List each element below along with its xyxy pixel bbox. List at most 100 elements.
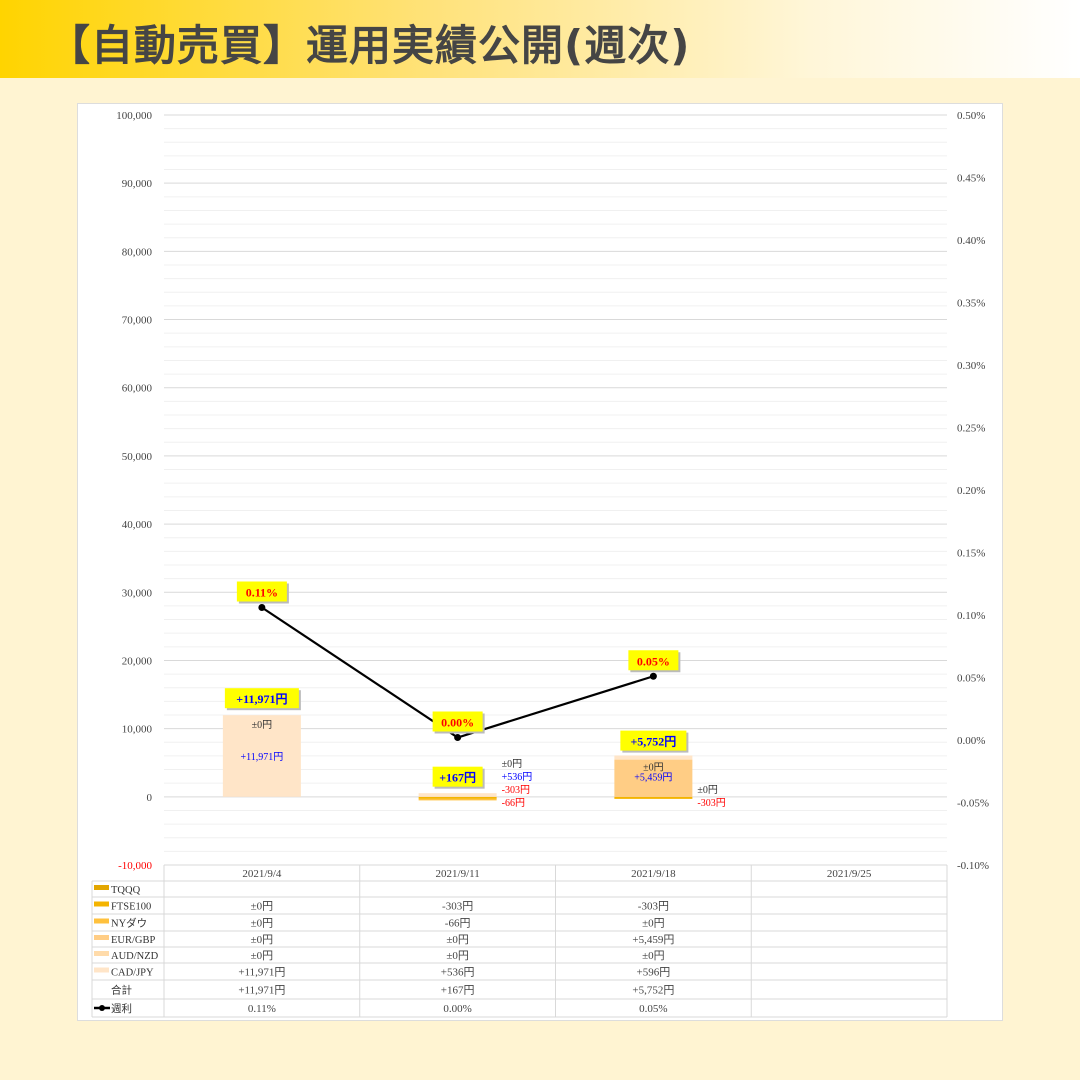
legend-label: TQQQ (111, 885, 141, 896)
legend-label: NYダウ (111, 917, 147, 930)
legend-label: AUD/NZD (111, 951, 159, 962)
y-right-tick-label: -0.10% (957, 860, 989, 872)
legend-swatch (94, 951, 109, 956)
weekly-return-label-box (432, 711, 483, 732)
bar-label: -303円 (697, 798, 725, 809)
bar-label: ±0円 (502, 759, 523, 770)
y-left-tick-label: 0 (147, 792, 153, 804)
table-header-date: 2021/9/18 (631, 868, 676, 880)
total-label: +11,971円 (236, 692, 287, 706)
y-left-tick-label: 90,000 (122, 178, 153, 190)
y-left-tick-label: 40,000 (122, 519, 153, 531)
bar-label: -66円 (502, 798, 525, 809)
table-cell: ±0円 (251, 950, 274, 962)
table-header-date: 2021/9/25 (827, 868, 872, 880)
y-left-tick-label: 10,000 (122, 724, 153, 736)
bar-segment-eurgbp (614, 759, 693, 797)
table-cell: +11,971円 (238, 985, 285, 997)
y-right-tick-label: 0.05% (957, 673, 985, 685)
weekly-return-point (258, 604, 266, 611)
page-title: 【自動売買】運用実績公開(週次) (48, 21, 691, 70)
y-right-tick-label: 0.15% (957, 548, 985, 560)
table-cell: ±0円 (446, 934, 469, 946)
y-right-tick-label: -0.05% (957, 798, 989, 810)
table-cell: 0.11% (248, 1003, 276, 1015)
table-cell: ±0円 (642, 918, 665, 930)
weekly-return-point (454, 734, 462, 741)
weekly-return-label: 0.05% (637, 654, 670, 668)
table-cell: 0.00% (443, 1003, 471, 1015)
bar-segment-ftse100 (418, 796, 497, 799)
table-cell: +536円 (441, 967, 475, 979)
bar-segment-cadjpy (418, 793, 497, 797)
bar-segment-ftse100 (614, 796, 693, 799)
chart-panel: 100,000 90,000 80,000 70,000 60,000 50,000 40,… (77, 103, 1003, 1021)
y-right-tick-label: 0.25% (957, 423, 985, 435)
title-banner: 【自動売買】運用実績公開(週次) (0, 0, 1080, 78)
table-cell: +596円 (637, 967, 671, 979)
weekly-return-label-box (236, 581, 287, 602)
legend-label: FTSE100 (111, 902, 151, 913)
weekly-return-label-box (628, 650, 679, 671)
y-right-tick-label: 0.00% (957, 735, 985, 747)
y-left-tick-label: 100,000 (116, 110, 152, 122)
y-right-tick-label: 0.20% (957, 485, 985, 497)
y-left-tick-label: 50,000 (122, 451, 153, 463)
table-cell: -303円 (442, 901, 473, 913)
y-left-tick-label: 60,000 (122, 383, 153, 395)
table-cell: ±0円 (251, 934, 274, 946)
bar-segment-cadjpy (222, 715, 301, 797)
table-cell: 0.05% (639, 1003, 667, 1015)
y-left-tick-label: 30,000 (122, 587, 153, 599)
weekly-return-label: 0.11% (246, 586, 278, 600)
stacked-bar-line-chart: 100,000 90,000 80,000 70,000 60,000 50,000 40,… (91, 110, 989, 1018)
y-left-tick-label: 20,000 (122, 655, 153, 667)
y-left-tick-label: 70,000 (122, 315, 153, 327)
table-cell: -66円 (445, 918, 471, 930)
table-cell: -303円 (638, 901, 669, 913)
y-right-tick-label: 0.45% (957, 173, 985, 185)
weekly-return-label: 0.00% (441, 716, 474, 730)
table-cell: ±0円 (446, 950, 469, 962)
bar-label: +11,971円 (240, 752, 283, 763)
weekly-return-point (649, 672, 657, 680)
bar-label: +536円 (502, 772, 533, 783)
table-cell: +5,752円 (632, 985, 674, 997)
total-label-box (224, 688, 299, 709)
table-cell: +167円 (441, 985, 475, 997)
legend-swatch (94, 901, 109, 907)
legend-swatch (94, 967, 109, 973)
legend-swatch (94, 918, 109, 924)
y-right-tick-label: 0.35% (957, 298, 985, 310)
bar-segment-ny (418, 798, 497, 801)
table-cell: +11,971円 (238, 967, 285, 979)
bar-segment-cadjpy (614, 755, 693, 760)
total-label: +167円 (439, 771, 476, 785)
bar-label: +5,459円 (634, 772, 672, 783)
total-label-box (620, 730, 687, 751)
legend-label: EUR/GBP (111, 935, 156, 946)
bar-label: -303円 (502, 785, 530, 796)
legend-label: 週利 (111, 1003, 132, 1015)
legend-label: CAD/JPY (111, 968, 154, 979)
bar-label: ±0円 (697, 785, 718, 796)
total-label-box (432, 766, 483, 787)
table-cell: ±0円 (251, 901, 274, 913)
total-label: +5,752円 (630, 735, 676, 749)
bar-label: ±0円 (252, 720, 273, 731)
table-cell: ±0円 (251, 918, 274, 930)
legend-swatch (94, 935, 109, 940)
y-right-tick-label: 0.50% (957, 110, 985, 122)
y-left-tick-label: 80,000 (122, 246, 153, 258)
y-left-tick-label: -10,000 (118, 860, 152, 872)
table-header-date: 2021/9/4 (242, 868, 282, 880)
legend-swatch (94, 885, 109, 890)
y-right-tick-label: 0.10% (957, 610, 985, 622)
legend-marker-icon (99, 1005, 105, 1011)
table-cell: +5,459円 (632, 934, 674, 946)
bar-label: ±0円 (643, 763, 664, 774)
table-header-date: 2021/9/11 (436, 868, 480, 880)
y-right-tick-label: 0.40% (957, 235, 985, 247)
legend-label: 合計 (111, 984, 132, 997)
table-cell: ±0円 (642, 950, 665, 962)
